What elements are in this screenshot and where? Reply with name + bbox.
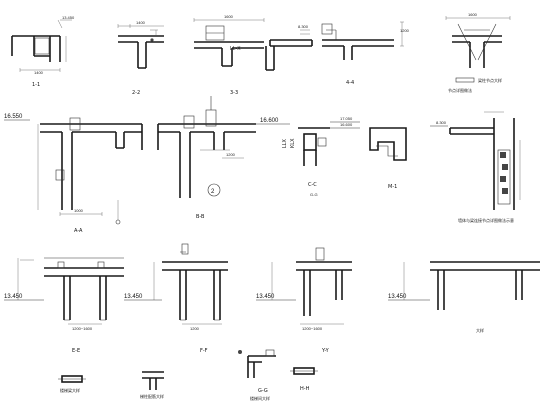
detail-column-row1: 8.300 [265, 24, 313, 71]
detail-small-1: 楼梯梁大样 [58, 375, 86, 393]
dim-value: 1400 [34, 70, 44, 75]
note-text: 梯柱配筋大样 [140, 393, 164, 399]
elevation-label: 17.050 [340, 116, 353, 121]
detail-1-1: 1400 13.450 1-1 [11, 15, 75, 88]
detail-3-3: LL-X 1600 3-3 [193, 14, 265, 96]
detail-small-2: 梯柱配筋大样 [140, 371, 164, 399]
detail-caption: B-B [196, 214, 205, 220]
note-text: 1000 [74, 208, 84, 213]
note-text: 1200 [190, 326, 200, 331]
note-text: 1600 [224, 14, 234, 19]
detail-row3-right: 13.450 大样 [388, 261, 540, 333]
elevation-label: 16.600 [340, 122, 353, 127]
note-text: 大样 [476, 327, 484, 333]
detail-4-4: 1200 4-4 [321, 21, 410, 86]
dim-range: 1200~1600 [72, 326, 93, 331]
detail-caption: A-A [74, 228, 83, 234]
elevation-label: 13.450 [388, 294, 407, 300]
detail-a-a: 16.550 1000 A-A [4, 114, 143, 234]
note-text: 1400 [136, 20, 146, 25]
elevation-label: 13.450 [4, 294, 23, 300]
detail-caption: G-G [258, 388, 268, 394]
detail-y-y: 13.450 1200~1600 Y-Y [256, 247, 352, 354]
elevation-label: 16.550 [4, 114, 23, 120]
elevation-label: 8.300 [436, 120, 447, 125]
member-tag: LLX [282, 138, 288, 148]
detail-caption: H-H [300, 386, 310, 392]
member-tag: LL-X [230, 46, 241, 52]
detail-caption: 3-3 [230, 90, 238, 96]
detail-caption: Y-Y [321, 348, 330, 354]
detail-caption: F-F [200, 348, 208, 354]
note-text: 节点详图做法 [448, 87, 472, 93]
detail-caption: 4-4 [346, 80, 354, 86]
detail-g-g: G-G 楼梯间大样 [238, 349, 276, 401]
note-text: 1200 [400, 28, 410, 33]
note-text: 1600 [468, 12, 478, 17]
detail-caption: M-1 [388, 184, 397, 190]
note-text: 13.450 [62, 15, 75, 20]
note-text: 梁柱节点大样 [478, 77, 502, 83]
detail-caption: C-C [308, 182, 317, 188]
detail-junction-topright: 1600 梁柱节点大样 节点详图做法 [445, 12, 511, 93]
detail-subcaption: G-G [310, 192, 318, 197]
note-text: 楼梯间大样 [250, 395, 270, 401]
elevation-label: 13.450 [256, 294, 275, 300]
detail-caption: 2-2 [132, 90, 140, 96]
dim-range: 1200~1600 [302, 326, 323, 331]
detail-e-e: 13.450 1200~1600 E-E [4, 257, 124, 354]
note-text: 8.300 [298, 24, 309, 29]
detail-caption: E-E [72, 348, 80, 354]
elevation-label: 16.600 [260, 118, 279, 124]
note-text: 1200 [226, 152, 236, 157]
detail-wall-strip: 8.300 墙体与梁连接节点详图做法示意 [430, 111, 521, 223]
note-text: 墙体与梁连接节点详图做法示意 [458, 217, 514, 223]
detail-c-c: LLX KLX 17.050 16.600 C-C G-G [282, 116, 360, 197]
circle-mark: 2 [211, 189, 215, 195]
detail-h-h: H-H [290, 367, 318, 392]
member-tag: KLX [290, 138, 296, 148]
detail-2-2: 1400 2-2 [117, 20, 164, 96]
detail-m-1: M-1 [369, 127, 407, 190]
detail-caption: 1-1 [32, 82, 40, 88]
elevation-label: 13.450 [124, 294, 143, 300]
detail-f-f: 13.450 1200 F-F [124, 243, 228, 354]
detail-b-b: 16.600 1200 2 B-B [157, 96, 290, 220]
note-text: 楼梯梁大样 [60, 387, 80, 393]
